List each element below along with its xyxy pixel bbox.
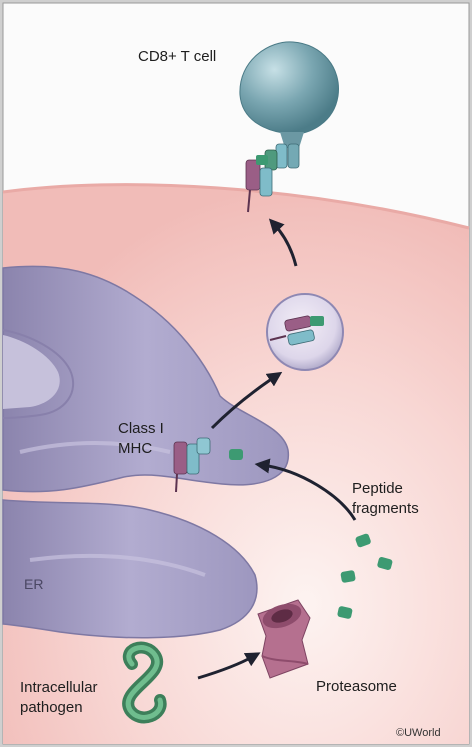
proteasome-label: Proteasome bbox=[316, 678, 397, 695]
surface-mhc-class-i bbox=[245, 155, 273, 213]
mhc-label-line2: MHC bbox=[118, 440, 153, 457]
er-label: ER bbox=[24, 576, 44, 592]
mhc-label: Class I MHC bbox=[118, 419, 164, 459]
pathogen-label: Intracellular pathogen bbox=[20, 678, 98, 718]
er-mhc-class-i bbox=[173, 437, 211, 493]
arrow-pathogen-to-proteasome bbox=[197, 652, 261, 680]
intracellular-pathogen bbox=[122, 641, 167, 724]
peptide-label: Peptide fragments bbox=[352, 479, 419, 519]
t-cell-receptor-complex bbox=[264, 143, 300, 171]
peptide-fragments bbox=[229, 449, 393, 619]
cd8-t-cell bbox=[239, 41, 339, 148]
peptide-label-line1: Peptide bbox=[352, 480, 403, 497]
transport-vesicle bbox=[266, 293, 344, 371]
arrow-peptide-to-er bbox=[254, 458, 357, 521]
t-cell-label: CD8+ T cell bbox=[138, 48, 217, 65]
pathogen-label-line2: pathogen bbox=[20, 699, 83, 716]
pathogen-label-line1: Intracellular bbox=[20, 679, 98, 696]
arrow-vesicle-to-surface bbox=[268, 218, 298, 267]
mhc-label-line1: Class I bbox=[118, 420, 164, 437]
endoplasmic-reticulum bbox=[2, 265, 290, 639]
cell-membrane bbox=[2, 183, 470, 230]
copyright-label: ©UWorld bbox=[396, 727, 441, 739]
peptide-label-line2: fragments bbox=[352, 500, 419, 517]
proteasome bbox=[257, 599, 311, 679]
arrow-er-to-vesicle bbox=[210, 371, 283, 430]
process-arrows bbox=[197, 218, 357, 680]
